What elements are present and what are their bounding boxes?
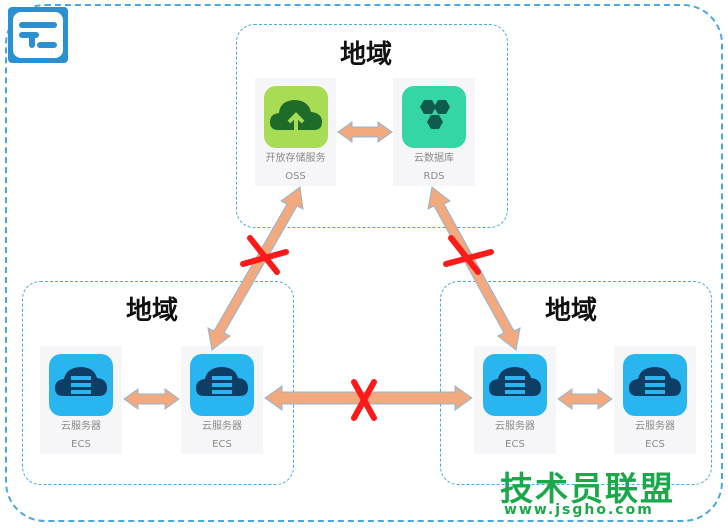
- blocked-cross-left: [240, 235, 289, 275]
- ecs-card-right-2[interactable]: 云服务器 ECS: [614, 346, 696, 454]
- region-title-right: 地域: [545, 296, 598, 326]
- oss-abbr: OSS: [285, 171, 306, 182]
- blocked-cross-right: [443, 235, 494, 275]
- ecs-name: 云服务器: [495, 421, 535, 432]
- aliyun-logo: [8, 7, 68, 63]
- watermark-url: www.jsgho.com: [504, 502, 654, 518]
- ecs-card-left-1[interactable]: 云服务器 ECS: [40, 346, 122, 454]
- ecs-card-right-1[interactable]: 云服务器 ECS: [474, 346, 556, 454]
- arrow-cross-region-left: [207, 186, 304, 351]
- ecs-name: 云服务器: [635, 421, 675, 432]
- region-top: [236, 24, 508, 228]
- ecs-abbr: ECS: [645, 439, 665, 450]
- region-title-left: 地域: [126, 296, 179, 326]
- oss-name: 开放存储服务: [265, 153, 326, 164]
- rds-name: 云数据库: [414, 153, 454, 164]
- arrow-ecs-left: [123, 388, 180, 410]
- region-title-top: 地域: [340, 40, 393, 70]
- database-hexagons-icon: [402, 86, 466, 148]
- rds-card[interactable]: 云数据库 RDS: [393, 78, 475, 186]
- server-cloud-icon: [190, 354, 254, 416]
- ecs-name: 云服务器: [202, 421, 242, 432]
- arrow-ecs-right: [557, 388, 613, 410]
- watermark-title: 技术员联盟: [500, 469, 675, 508]
- ecs-name: 云服务器: [61, 421, 101, 432]
- ecs-abbr: ECS: [505, 439, 525, 450]
- ecs-abbr: ECS: [71, 439, 91, 450]
- server-cloud-icon: [483, 354, 547, 416]
- oss-card[interactable]: 开放存储服务 OSS: [255, 78, 336, 186]
- region-right: [440, 281, 712, 485]
- region-left: [22, 281, 294, 485]
- arrow-oss-rds: [337, 121, 393, 143]
- rds-abbr: RDS: [423, 171, 445, 182]
- server-cloud-icon: [49, 354, 113, 416]
- cloud-logo-icon: [13, 12, 63, 58]
- ecs-abbr: ECS: [212, 439, 232, 450]
- outer-frame: [5, 4, 723, 522]
- ecs-card-left-2[interactable]: 云服务器 ECS: [181, 346, 263, 454]
- cloud-upload-icon: [263, 86, 328, 148]
- server-cloud-icon: [623, 354, 687, 416]
- blocked-cross-bottom: [351, 379, 377, 421]
